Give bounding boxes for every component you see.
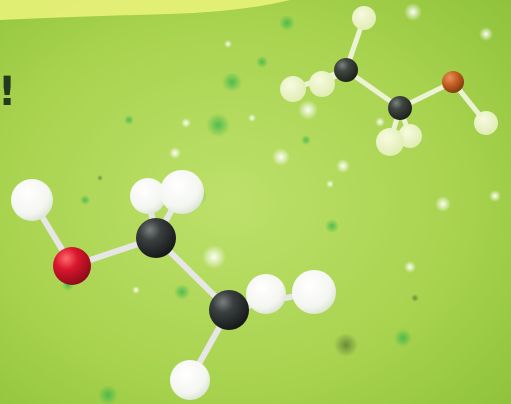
ethanol-molecule-back <box>280 6 498 156</box>
atom-oxygen <box>53 247 91 285</box>
atom-hydrogen <box>11 179 53 221</box>
atom-hydrogen <box>130 178 166 214</box>
atom-hydrogen <box>376 128 404 156</box>
atom-hydrogen <box>474 111 498 135</box>
atom-carbon <box>334 58 358 82</box>
atom-carbon <box>209 290 249 330</box>
atom-oxygen <box>442 71 464 93</box>
cropped-headline-exclamation: ! <box>0 72 16 112</box>
atom-hydrogen <box>160 170 204 214</box>
atom-carbon <box>388 96 412 120</box>
top-highlight-band <box>0 0 290 20</box>
atom-carbon <box>136 218 176 258</box>
atom-hydrogen <box>292 270 336 314</box>
sparkle-particles <box>62 3 501 404</box>
atom-hydrogen <box>246 274 286 314</box>
atom-hydrogen <box>352 6 376 30</box>
ethanol-molecule-front <box>11 170 336 400</box>
atom-hydrogen <box>309 71 335 97</box>
atom-hydrogen <box>280 76 306 102</box>
atom-hydrogen <box>170 360 210 400</box>
